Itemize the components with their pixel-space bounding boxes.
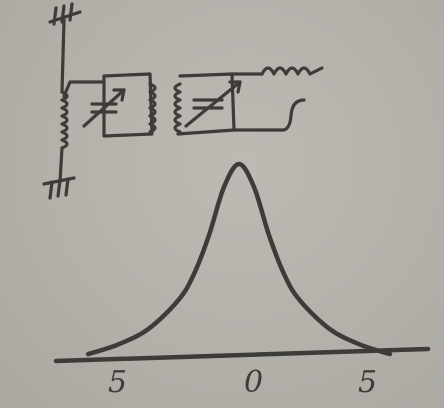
curve-point-3	[176, 298, 181, 302]
curve-point-9	[267, 234, 272, 238]
second-tuned-circuit	[173, 66, 324, 136]
curve-point-11	[297, 298, 302, 302]
x-tick-label-center: 0	[244, 365, 264, 400]
coupling-wire	[62, 80, 106, 98]
first-variable-arrowhead	[112, 88, 126, 102]
circuit-schematic	[42, 2, 324, 200]
resonance-curve-plot	[53, 161, 431, 364]
second-variable-arrowhead	[228, 80, 242, 94]
x-axis-baseline	[53, 346, 431, 364]
ground-lead	[58, 146, 64, 184]
x-tick-label-right: 5	[358, 365, 378, 400]
antenna-lead	[60, 18, 66, 94]
curve-point-14	[388, 352, 392, 356]
curve-point-12	[327, 327, 332, 331]
curve-point-10	[282, 272, 287, 277]
ground-symbol	[42, 176, 76, 200]
second-loop-wire	[176, 72, 236, 136]
antenna-symbol	[48, 2, 82, 26]
curve-point-13	[357, 342, 362, 347]
output-coil	[260, 66, 324, 76]
output-lead	[232, 98, 306, 132]
curve-point-0	[86, 352, 90, 356]
first-loop-wire	[102, 72, 154, 138]
curve-point-5	[207, 234, 211, 238]
curve-point-6	[222, 185, 226, 190]
curve-point-8	[252, 185, 256, 190]
resonance-curve	[85, 161, 393, 357]
curve-point-4	[191, 272, 196, 277]
first-variable-arrow	[82, 88, 126, 128]
curve-point-7	[237, 162, 241, 166]
resonance-curve-points	[86, 162, 392, 356]
first-coil	[148, 82, 157, 134]
second-variable-arrow	[184, 80, 242, 128]
first-tuned-circuit	[82, 72, 157, 138]
curve-point-2	[146, 327, 151, 331]
x-tick-label-left: 5	[108, 365, 128, 400]
antenna-coil	[60, 90, 69, 150]
second-coil	[173, 82, 182, 134]
curve-point-1	[116, 342, 121, 347]
